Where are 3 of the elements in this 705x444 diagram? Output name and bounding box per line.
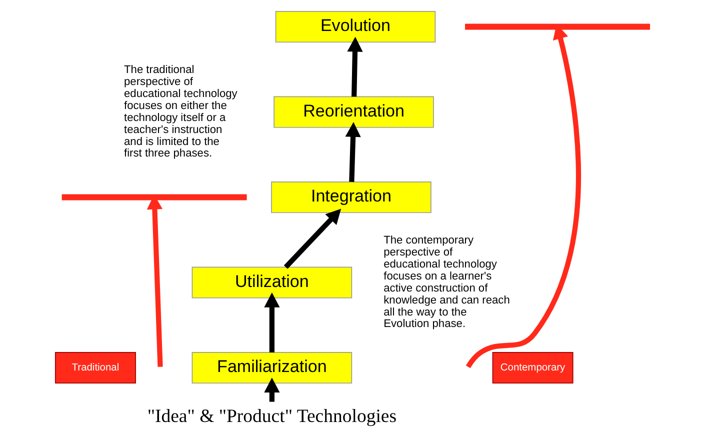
label: The contemporary perspective of educational technology focuses on a learner's active construction of knowledge and can reach all the way to the Evolution phase. <box>384 234 510 330</box>
label: The traditional perspective of educational technology focuses on either the technology itself or a teacher's instruction and is limited to the first three phases. <box>124 64 238 160</box>
node-text: "Idea" & "Product" Technologies <box>147 406 397 427</box>
